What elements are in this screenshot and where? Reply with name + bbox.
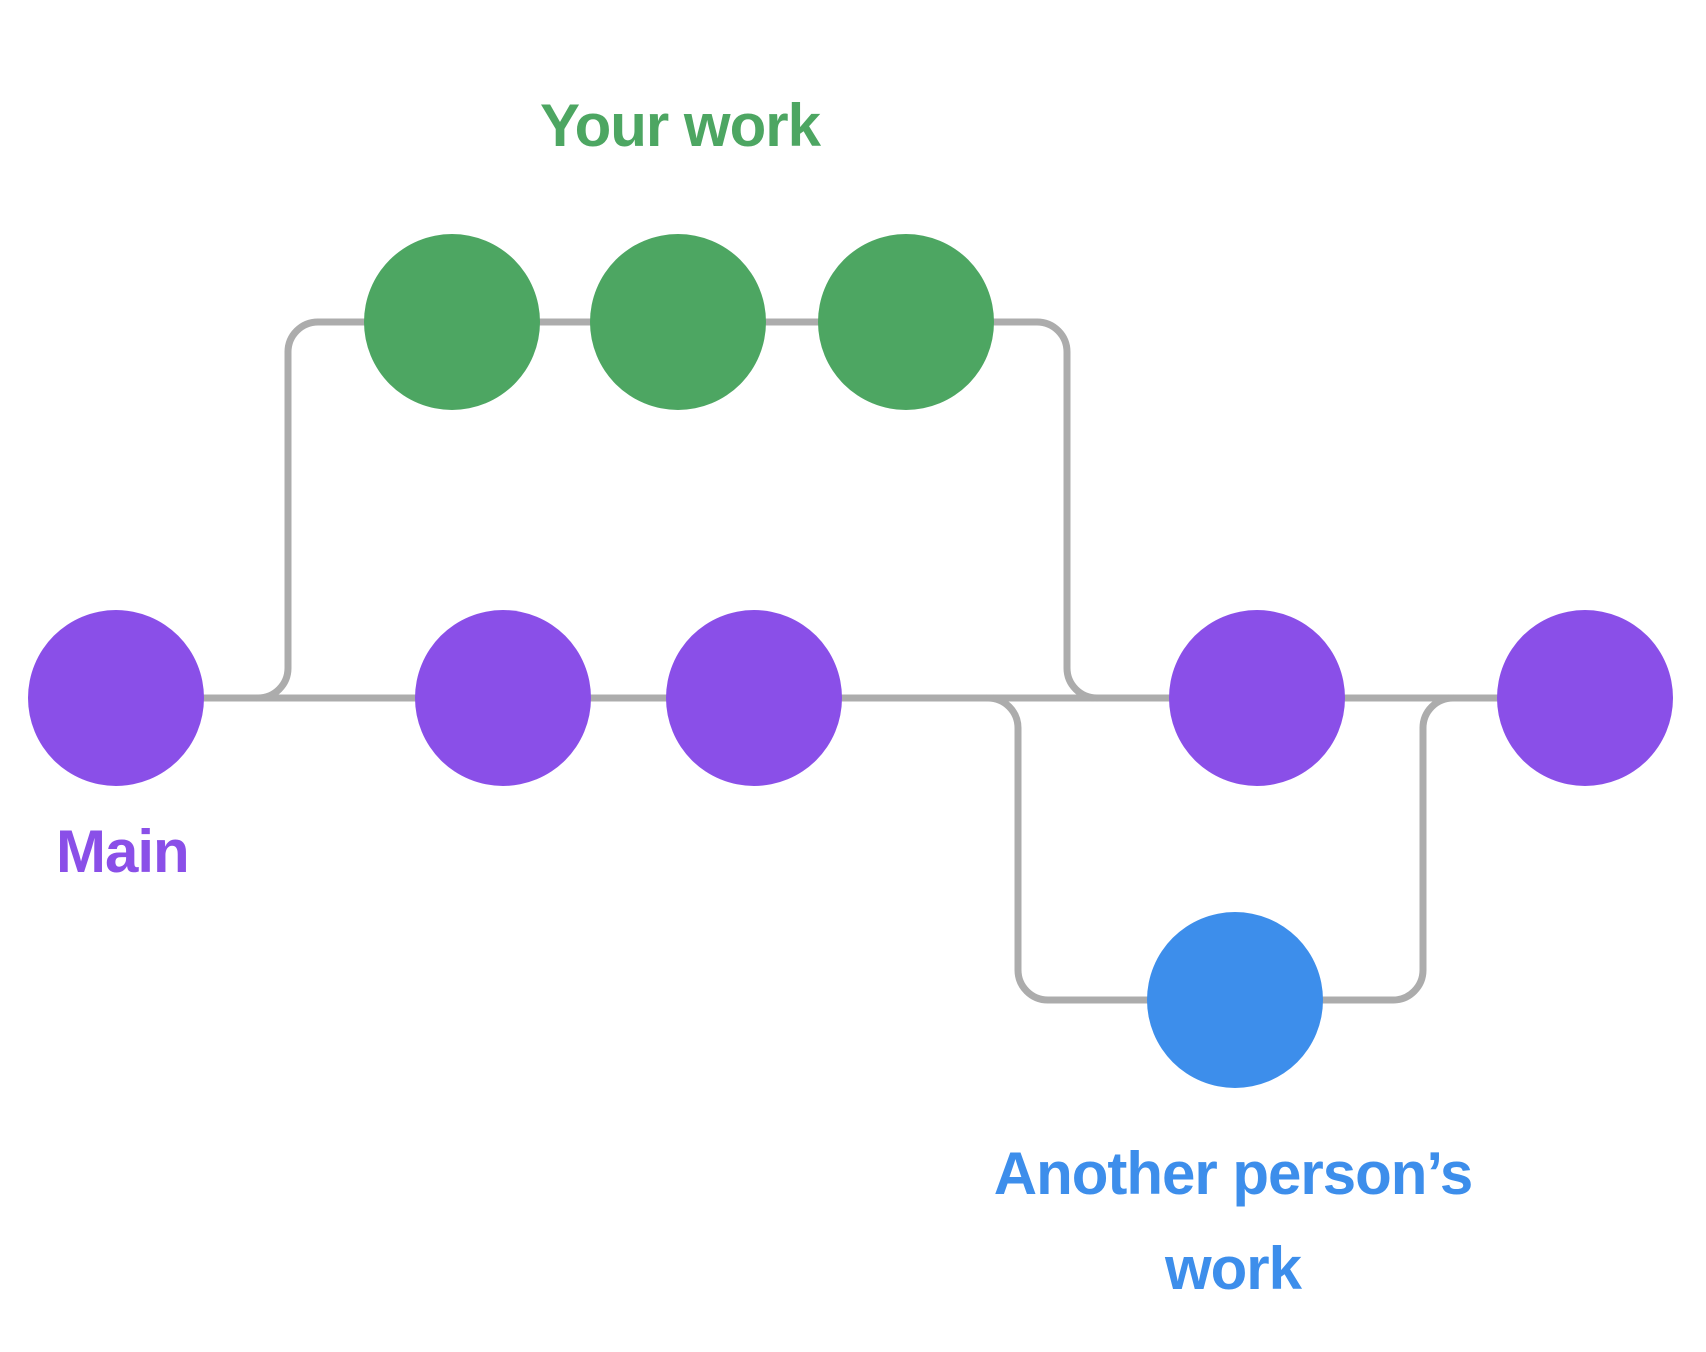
- commit-main-2: [415, 610, 591, 786]
- commit-main-4: [1169, 610, 1345, 786]
- another-person-label-line-2: work: [1164, 1235, 1302, 1302]
- your-work-branch-label: Your work: [540, 92, 821, 159]
- commit-main-1: [28, 610, 204, 786]
- another-person-label-line-1: Another person’s: [993, 1140, 1474, 1207]
- commit-your-work-1: [364, 234, 540, 410]
- main-branch-label: Main: [56, 818, 190, 885]
- another-person-branch-label: Another person’s work: [993, 1126, 1474, 1316]
- commit-your-work-3: [818, 234, 994, 410]
- commit-main-5: [1497, 610, 1673, 786]
- commit-another-person-1: [1147, 912, 1323, 1088]
- commit-your-work-2: [590, 234, 766, 410]
- commit-main-3: [666, 610, 842, 786]
